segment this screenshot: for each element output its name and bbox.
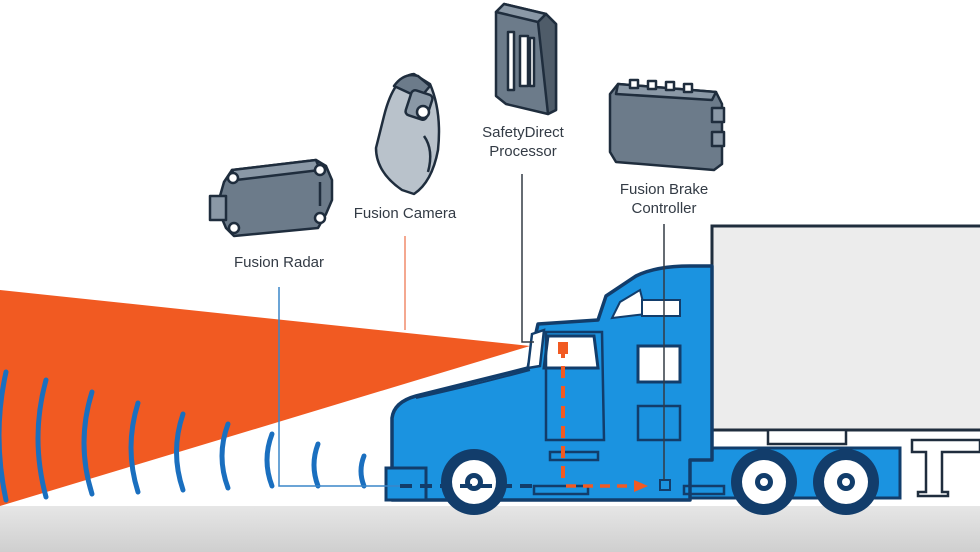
radar-wave <box>0 369 9 503</box>
sleeper-panel <box>636 404 682 442</box>
fuel-tank-step <box>682 484 726 496</box>
radar-wave <box>128 400 141 495</box>
camera-device-icon <box>374 72 441 196</box>
truck-cab <box>390 264 714 502</box>
trailer-box <box>710 224 980 432</box>
radar-wave <box>35 377 49 500</box>
radar-wave <box>219 421 231 491</box>
radar-device-icon <box>208 158 334 238</box>
radar-wave <box>174 411 186 493</box>
trailer-landing-gear <box>910 438 980 498</box>
radar-wave <box>264 431 275 489</box>
brake-label-line1: Fusion Brake <box>619 181 709 198</box>
trailer-rail <box>766 428 848 446</box>
wheel-front <box>441 449 507 515</box>
hood-line <box>415 369 531 399</box>
ground <box>0 506 980 552</box>
windshield <box>526 328 546 370</box>
brake-controller-location <box>659 479 671 491</box>
door-window <box>542 334 600 370</box>
label-fusion-brake-controller: Fusion Brake Controller <box>604 180 724 218</box>
wheel-rear-1 <box>731 449 797 515</box>
camera-marker <box>558 342 568 354</box>
processor-device-icon <box>494 2 558 116</box>
camera-label-text: Fusion Camera <box>353 205 457 222</box>
radar-waves <box>0 369 367 503</box>
radar-wave <box>81 389 95 497</box>
brake-label-line2: Controller <box>631 200 697 217</box>
door-outline <box>544 330 606 442</box>
truck <box>384 264 902 515</box>
brake-controller-device-icon <box>608 78 726 172</box>
sleeper-top-window <box>641 299 681 317</box>
label-safetydirect-processor: SafetyDirect Processor <box>464 123 582 161</box>
leader-lines <box>278 174 665 487</box>
flow-arrow <box>634 480 648 492</box>
label-fusion-radar: Fusion Radar <box>220 253 338 272</box>
label-fusion-camera: Fusion Camera <box>340 204 470 223</box>
processor-leader-line <box>521 174 534 343</box>
cab-step <box>548 450 600 462</box>
radar-leader-line <box>278 287 400 487</box>
processor-label-line2: Processor <box>489 143 557 160</box>
trailer <box>710 224 980 498</box>
wheel-rear-2 <box>813 449 879 515</box>
radar-wave <box>358 453 367 489</box>
radar-wave <box>311 441 321 489</box>
data-flow <box>400 342 648 492</box>
processor-label-line1: SafetyDirect <box>482 124 564 141</box>
sleeper-window <box>636 344 682 384</box>
cab-step <box>532 484 590 496</box>
radar-label-text: Fusion Radar <box>233 254 325 271</box>
